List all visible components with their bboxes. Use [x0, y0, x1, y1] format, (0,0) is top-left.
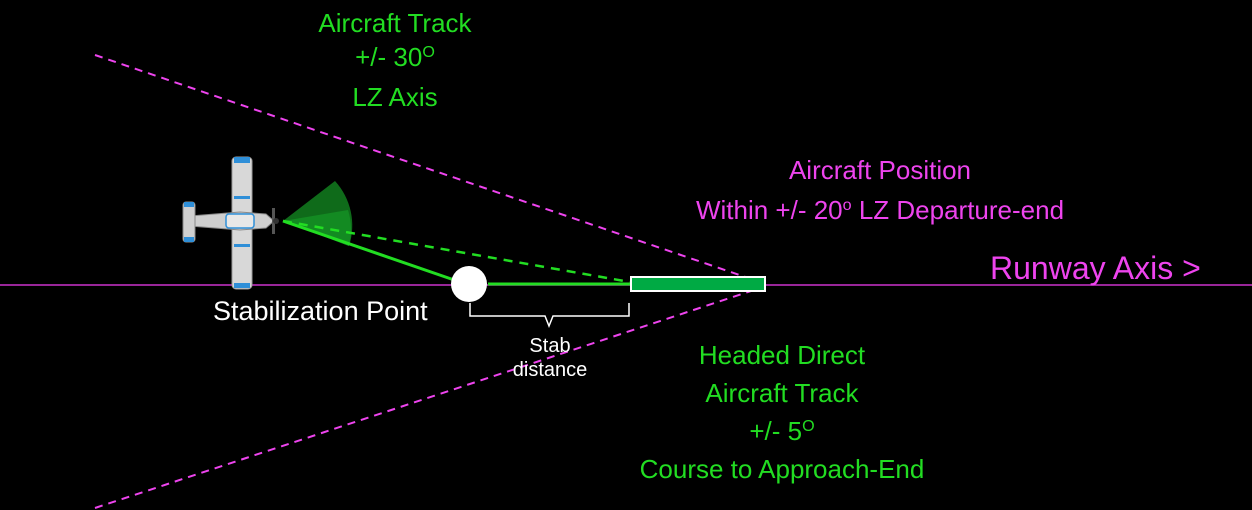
- position-ref: LZ Departure-end: [851, 195, 1065, 225]
- headed-direct-line3: +/- 5O: [612, 418, 952, 456]
- headed-direct-line2: Aircraft Track: [705, 378, 859, 408]
- stabilization-point-label: Stabilization Point: [213, 296, 428, 326]
- headed-direct-value: +/- 5: [749, 416, 803, 446]
- aircraft-icon: [182, 156, 279, 290]
- stabilization-point-marker: [451, 266, 487, 302]
- degree-symbol: O: [422, 43, 435, 62]
- upper-bound-line: [94, 54, 761, 283]
- degree-symbol: o: [842, 196, 852, 215]
- upper-track-line3: LZ Axis: [352, 82, 438, 112]
- aircraft-position-line1: Aircraft Position: [788, 155, 972, 185]
- degree-symbol: O: [802, 417, 815, 436]
- upper-track-line2: +/- 30O: [280, 44, 510, 84]
- aircraft-position-label: Aircraft Position Within +/- 20o LZ Depa…: [640, 157, 1120, 223]
- upper-track-label: Aircraft Track +/- 30O LZ Axis: [280, 10, 510, 110]
- position-range: Within +/- 20: [695, 195, 843, 225]
- upper-track-value: +/- 30: [355, 42, 423, 72]
- headed-direct-line4: Course to Approach-End: [639, 454, 925, 484]
- stab-distance-label: Stab distance: [500, 336, 600, 380]
- stab-distance-line2: distance: [512, 359, 588, 381]
- upper-track-line1: Aircraft Track: [318, 8, 472, 38]
- aircraft-position-line2: Within +/- 20o LZ Departure-end: [640, 197, 1120, 223]
- landing-zone-rect: [630, 276, 766, 292]
- stab-distance-line1: Stab: [529, 335, 571, 357]
- headed-direct-label: Headed Direct Aircraft Track +/- 5O Cour…: [612, 342, 952, 482]
- runway-axis-label: Runway Axis >: [990, 250, 1201, 286]
- stab-distance-bracket: [469, 303, 630, 329]
- track-line-solid: [282, 219, 461, 284]
- track-line-dashed: [282, 219, 631, 284]
- lower-bound-line: [94, 287, 761, 509]
- headed-direct-line1: Headed Direct: [698, 340, 866, 370]
